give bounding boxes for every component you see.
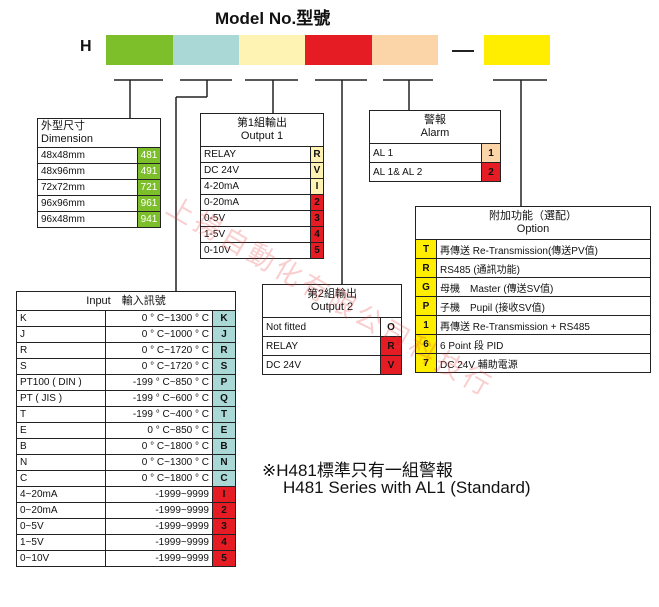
model-title: Model No.型號	[215, 9, 331, 28]
output1-title-zh: 第1組輸出	[236, 117, 288, 129]
model-prefix: H	[80, 38, 92, 55]
note-en: H481 Series with AL1 (Standard)	[283, 478, 531, 497]
option-header: 附加功能（選配） Option	[415, 206, 651, 240]
note-zh: ※H481標準只有一組警報	[262, 461, 453, 480]
output1-title-en: Output 1	[240, 130, 284, 142]
dimension-title-zh: 外型尺寸	[41, 120, 85, 132]
segment-output2	[305, 35, 372, 65]
alarm-title-zh: 警報	[424, 114, 446, 126]
segment-input	[173, 35, 239, 65]
segment-option	[484, 35, 550, 65]
output2-title-en: Output 2	[310, 301, 354, 313]
option-title-en: Option	[516, 223, 550, 235]
separator-dash	[452, 50, 474, 52]
segment-dimension	[106, 35, 173, 65]
input-header: Input 輸入訊號	[16, 291, 236, 311]
output1-header: 第1組輸出 Output 1	[200, 113, 324, 147]
output2-header: 第2組輸出 Output 2	[262, 284, 402, 318]
alarm-title-en: Alarm	[420, 127, 450, 139]
output2-title-zh: 第2組輸出	[306, 288, 358, 300]
segment-output1	[239, 35, 305, 65]
dimension-title-en: Dimension	[41, 133, 93, 145]
option-title-zh: 附加功能（選配）	[489, 210, 577, 222]
dimension-header: 外型尺寸 Dimension	[37, 118, 161, 148]
alarm-header: 警報 Alarm	[369, 110, 501, 144]
segment-alarm	[372, 35, 438, 65]
